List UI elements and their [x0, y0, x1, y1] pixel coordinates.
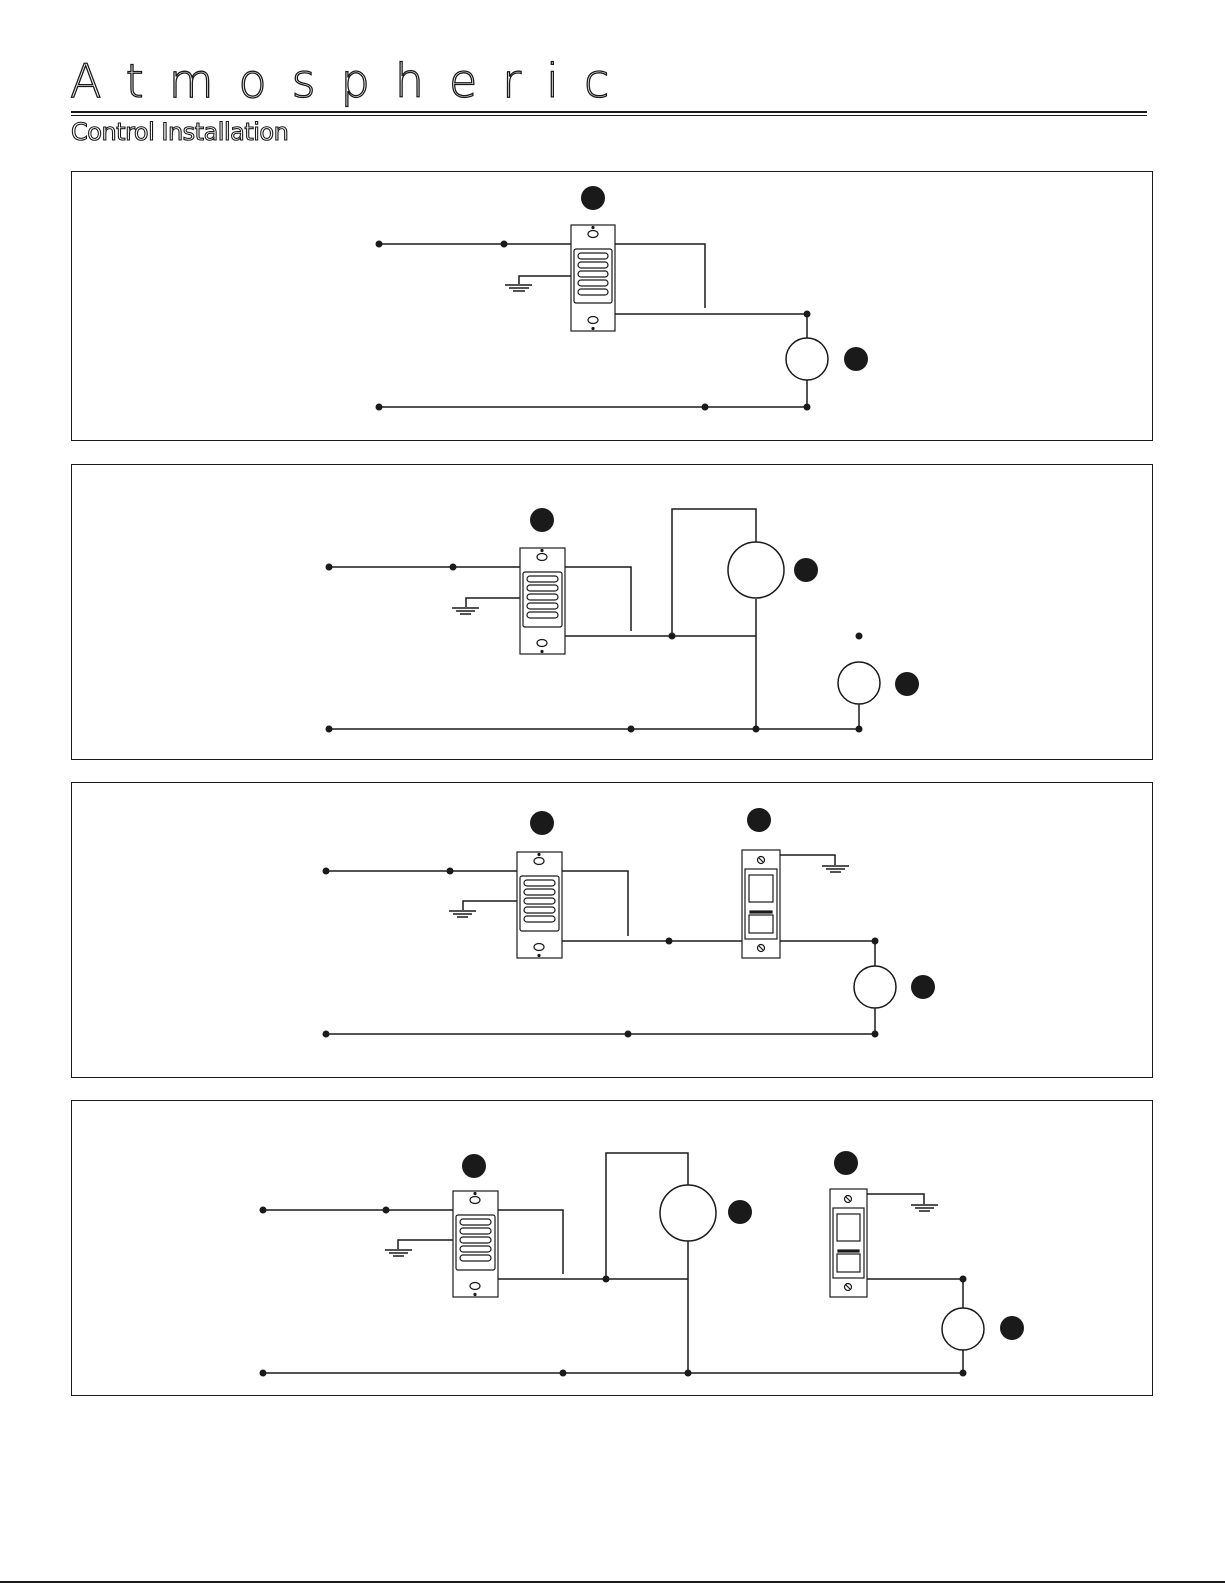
wire-junction [872, 1031, 879, 1038]
ground-lead [466, 598, 523, 607]
wire-junction [666, 938, 673, 945]
fixture-icon [660, 1185, 716, 1241]
neutral-jumper-wire [565, 567, 631, 631]
header-rule-thick [71, 111, 1147, 113]
fixture-icon [728, 542, 784, 598]
header-rule-thin [71, 115, 1147, 116]
keypad-switch-icon [517, 852, 562, 958]
wire-junction [376, 404, 383, 411]
wire-junction [450, 564, 457, 571]
wire-junction [960, 1276, 967, 1283]
wire-junction [856, 726, 863, 733]
wiring-diagram-4 [72, 1101, 1154, 1397]
wire-junction [501, 241, 508, 248]
keypad-switch-icon [520, 548, 565, 654]
load-wire [615, 314, 807, 338]
keypad-switch-icon [453, 1191, 498, 1297]
wire-junction [625, 1031, 632, 1038]
wiring-diagram-panel-4 [71, 1100, 1153, 1396]
wiring-diagram-2 [72, 465, 1154, 761]
callout-marker-icon [911, 975, 935, 999]
keypad-switch-icon [571, 225, 615, 331]
ground-lead [398, 1240, 454, 1249]
callout-marker-icon [794, 558, 818, 582]
callout-marker-icon [581, 186, 605, 210]
wire-junction [628, 726, 635, 733]
wire-junction [560, 1370, 567, 1377]
ground-lead [463, 901, 519, 910]
wire-junction [603, 1276, 610, 1283]
wire-junction [383, 1207, 390, 1214]
wiring-diagram-3 [72, 783, 1154, 1079]
dimmer-load-wire [780, 941, 875, 966]
wire-junction [326, 726, 333, 733]
wire-junction [804, 311, 811, 318]
wire-junction [804, 404, 811, 411]
wire-junction [323, 1031, 330, 1038]
wire-junction [376, 241, 383, 248]
fixture-icon [854, 966, 896, 1008]
wire-junction [326, 564, 333, 571]
callout-marker-icon [530, 811, 554, 835]
wiring-diagram-panel-2 [71, 464, 1153, 760]
wire-junction [669, 633, 676, 640]
wire-junction [872, 938, 879, 945]
wiring-diagram-1 [72, 172, 1154, 442]
wire-junction [753, 726, 760, 733]
dimmer-switch-icon [742, 850, 780, 958]
wire-junction [685, 1370, 692, 1377]
fixture-icon [838, 662, 880, 704]
footer-rule [0, 1581, 1225, 1583]
wire-junction [856, 633, 863, 640]
callout-marker-icon [728, 1200, 752, 1224]
brand-title: Atmospheric [70, 58, 634, 104]
callout-marker-icon [844, 347, 868, 371]
wire-junction [323, 868, 330, 875]
callout-marker-icon [1000, 1316, 1024, 1340]
dimmer-ground-lead [780, 855, 835, 865]
callout-marker-icon [747, 808, 771, 832]
neutral-jumper-wire [615, 244, 705, 308]
wiring-diagram-panel-1 [71, 171, 1153, 441]
wiring-diagram-panel-3 [71, 782, 1153, 1078]
wire-junction [702, 404, 709, 411]
callout-marker-icon [530, 508, 554, 532]
dimmer-switch-icon [830, 1189, 867, 1297]
wire-junction [260, 1370, 267, 1377]
callout-marker-icon [834, 1151, 858, 1175]
fixture-icon [942, 1308, 984, 1350]
dimmer-ground-lead [867, 1194, 924, 1204]
page-title: Control Installation [71, 120, 288, 144]
ground-lead [519, 276, 575, 284]
wire-junction [960, 1370, 967, 1377]
wire-junction [260, 1207, 267, 1214]
fixture-icon [786, 338, 828, 380]
wire-junction [447, 868, 454, 875]
callout-marker-icon [462, 1154, 486, 1178]
callout-marker-icon [895, 672, 919, 696]
neutral-jumper-wire [498, 1210, 563, 1274]
neutral-jumper-wire [562, 871, 628, 936]
dimmer-load-wire [867, 1279, 963, 1308]
